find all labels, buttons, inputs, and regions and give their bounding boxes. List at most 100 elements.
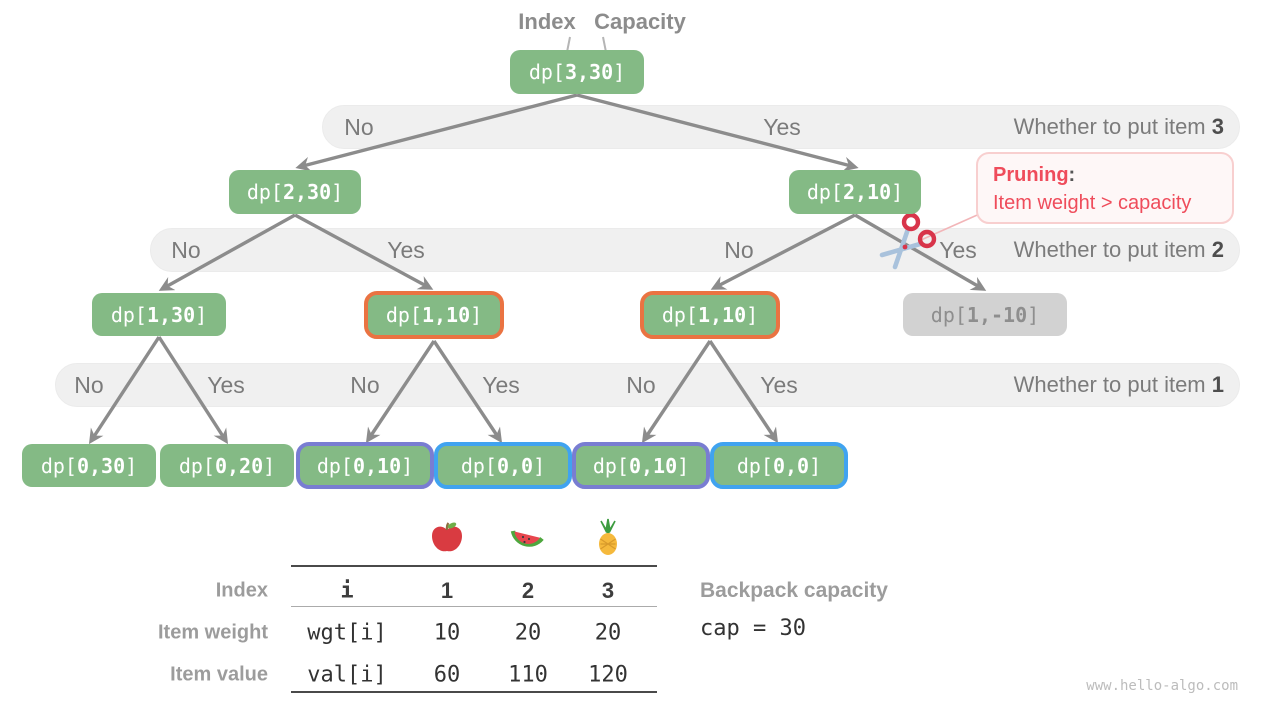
node-label-part: ]: [746, 303, 759, 327]
tree-node-dp-2-10: dp[2,10]: [789, 170, 921, 214]
tree-node-dp-1-30: dp[1,30]: [92, 293, 226, 336]
node-label-part: dp[: [736, 453, 773, 478]
node-label-part: dp[: [592, 453, 629, 478]
node-label-part: 0,20: [214, 453, 264, 478]
table-cell: val[i]: [307, 662, 387, 688]
tree-node-dp-0-10: dp[0,10]: [572, 442, 710, 489]
table-cell: 60: [433, 662, 461, 688]
node-label-part: dp[: [460, 453, 497, 478]
node-label-part: ]: [809, 453, 822, 478]
node-label-part: ]: [195, 302, 208, 327]
watermark: www.hello-algo.com: [1086, 678, 1238, 694]
node-label-part: 1,10: [697, 303, 747, 327]
decision-band-item-2: No Yes No Yes Whether to put item 2: [150, 228, 1240, 272]
table-row-label-index: Index: [215, 579, 268, 602]
node-label-part: dp[: [316, 453, 353, 478]
capacity-pointer-label: Capacity: [594, 9, 686, 34]
node-label-part: ]: [125, 453, 138, 478]
tree-node-dp-0-10: dp[0,10]: [296, 442, 434, 489]
node-label-part: dp[: [385, 303, 422, 327]
node-label-part: dp[: [40, 453, 77, 478]
index-pointer-label: Index: [518, 9, 576, 34]
node-label-part: ]: [677, 453, 690, 478]
decision-band-item-1: No Yes No Yes No Yes Whether to put item 1: [55, 363, 1240, 407]
branch-label-no: No: [74, 372, 104, 398]
tree-node-dp-3-30: dp[3,30]: [510, 50, 644, 94]
node-label-part: dp[: [110, 302, 147, 327]
table-cell: 20: [514, 620, 542, 646]
decision-band-item-3: No Yes Whether to put item 3: [322, 105, 1240, 149]
node-label-part: 1,10: [421, 303, 471, 327]
table-row-label: Item value: [170, 663, 268, 686]
node-label-part: ]: [331, 180, 344, 204]
branch-label-yes: Yes: [387, 237, 425, 263]
pruning-title: Pruning: [993, 164, 1069, 186]
table-cell: 10: [433, 620, 461, 646]
branch-label-no: No: [626, 372, 656, 398]
node-label-part: 1,-10: [966, 302, 1028, 327]
band-title: Whether to put item 3: [1013, 114, 1224, 139]
branch-label-yes: Yes: [760, 372, 798, 398]
node-label-part: dp[: [246, 180, 283, 204]
tree-node-dp-0-0: dp[0,0]: [434, 442, 572, 489]
table-rule: [291, 565, 657, 567]
node-label-part: 0,0: [772, 453, 810, 478]
node-label-part: dp[: [806, 180, 843, 204]
table-cell: 120: [588, 662, 628, 688]
backpack-capacity-title: Backpack capacity: [700, 579, 888, 602]
branch-label-no: No: [350, 372, 380, 398]
branch-label-yes: Yes: [482, 372, 520, 398]
node-label-part: 2,10: [842, 180, 892, 204]
backpack-capacity-value: cap = 30: [700, 616, 806, 641]
node-label-part: 0,10: [628, 453, 678, 478]
node-label-part: dp[: [661, 303, 698, 327]
tree-node-dp-1-10: dp[1,10]: [364, 291, 504, 339]
table-cell: wgt[i]: [307, 620, 387, 646]
branch-label-no: No: [171, 237, 201, 263]
node-label-part: ]: [401, 453, 414, 478]
tree-node-dp-1-10: dp[1,10]: [640, 291, 780, 339]
branch-label-no: No: [724, 237, 754, 263]
branch-label-yes: Yes: [763, 114, 801, 140]
tree-node-dp-0-0: dp[0,0]: [710, 442, 848, 489]
branch-label-no: No: [344, 114, 374, 140]
pruning-reason: Item weight > capacity: [993, 192, 1192, 214]
node-label-part: ]: [1027, 302, 1040, 327]
node-label-part: ]: [470, 303, 483, 327]
pruning-title-line: Pruning:: [993, 161, 1217, 189]
table-row-label: Item weight: [157, 621, 268, 644]
band-title: Whether to put item 2: [1013, 237, 1224, 262]
node-label-part: ]: [613, 60, 626, 84]
table-header-cell: 1: [440, 578, 454, 603]
node-label-part: 1,30: [146, 302, 196, 327]
band-title: Whether to put item 1: [1013, 372, 1224, 397]
table-header-cell: 2: [521, 578, 535, 603]
pruning-callout: Pruning: Item weight > capacity: [976, 152, 1234, 224]
node-label-part: ]: [891, 180, 904, 204]
tree-node-dp-0-20: dp[0,20]: [160, 444, 294, 487]
node-label-part: dp[: [528, 60, 565, 84]
table-cell: 110: [508, 662, 548, 688]
node-label-part: 2,30: [282, 180, 332, 204]
node-label-part: ]: [263, 453, 276, 478]
node-label-part: dp[: [930, 302, 967, 327]
tree-node-dp-1--10: dp[1,-10]: [903, 293, 1067, 336]
node-label-part: ]: [533, 453, 546, 478]
tree-node-dp-2-30: dp[2,30]: [229, 170, 361, 214]
table-header-cell: i: [340, 578, 354, 604]
node-label-part: dp[: [178, 453, 215, 478]
node-label-part: 3,30: [564, 60, 614, 84]
node-label-part: 0,30: [76, 453, 126, 478]
pineapple-icon: [599, 518, 617, 555]
table-cell: 20: [594, 620, 622, 646]
node-label-part: 0,10: [352, 453, 402, 478]
table-rule: [291, 691, 657, 693]
table-header-cell: 3: [601, 578, 615, 603]
table-rule: [291, 606, 657, 607]
branch-label-yes: Yes: [207, 372, 245, 398]
tree-node-dp-0-30: dp[0,30]: [22, 444, 156, 487]
watermelon-icon: [510, 530, 544, 547]
branch-label-yes: Yes: [939, 237, 977, 263]
node-label-part: 0,0: [496, 453, 534, 478]
